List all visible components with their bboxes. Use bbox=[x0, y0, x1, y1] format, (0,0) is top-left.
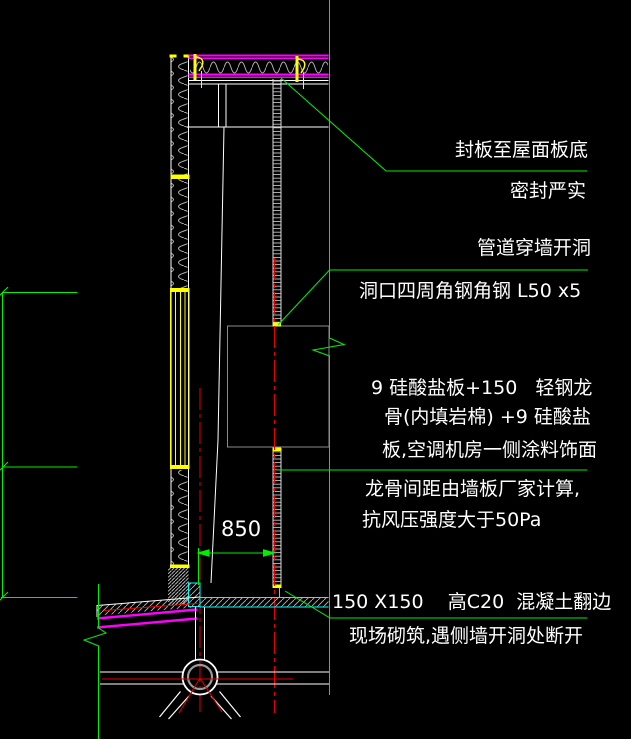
pipe-sleeve bbox=[272, 79, 282, 597]
ceiling-structure bbox=[187, 84, 329, 584]
break-lines bbox=[82, 0, 346, 739]
note-concrete-line2: 现场砌筑,遇侧墙开洞处断开 bbox=[349, 625, 584, 647]
pipe-flange-inner bbox=[186, 663, 214, 691]
note-wall-line1: 9 硅酸盐板+150 轻钢龙 bbox=[371, 377, 593, 399]
concrete-upturn bbox=[168, 568, 329, 608]
wall-frame-yellow bbox=[169, 54, 190, 568]
wall-insulation-upper bbox=[171, 57, 188, 288]
dimension-850 bbox=[196, 548, 277, 585]
wall-insulation-lower bbox=[171, 470, 188, 565]
right-break-line bbox=[311, 0, 346, 695]
wall-opening-box bbox=[226, 325, 330, 448]
roof-fastener-clip bbox=[295, 56, 306, 89]
leader-seal-note bbox=[280, 77, 587, 172]
strut-centerlines bbox=[102, 678, 293, 714]
note-seal-line1: 封板至屋面板底 bbox=[455, 139, 589, 161]
note-keel-line1: 龙骨间距由墙板厂家计算, bbox=[365, 478, 581, 500]
exterior-wall-panel bbox=[169, 54, 190, 568]
wall-base-concrete bbox=[168, 568, 189, 605]
inner-liner-line bbox=[210, 126, 225, 584]
note-wall-line3: 板,空调机房一侧涂料饰面 bbox=[382, 439, 598, 461]
canopy-panel bbox=[96, 596, 201, 629]
note-concrete-line1: 150 X150 高C20 混凝土翻边 bbox=[332, 591, 612, 613]
roof-fastener-clip bbox=[193, 54, 204, 88]
roof-deck bbox=[188, 54, 329, 89]
roof-panel-lines bbox=[188, 54, 329, 78]
roof-liner-lines bbox=[188, 80, 329, 85]
centerlines bbox=[199, 258, 276, 713]
sleeve-end-cap bbox=[272, 322, 281, 327]
note-keel-line2: 抗风压强度大于50Pa bbox=[362, 509, 542, 531]
sleeve-end-cap bbox=[272, 447, 281, 451]
note-seal-line2: 密封严实 bbox=[510, 180, 587, 202]
pipe-flange-outer bbox=[181, 658, 219, 696]
left-break-line bbox=[82, 584, 108, 739]
wall-window-frame bbox=[169, 292, 190, 465]
note-opening-line2: 洞口四周角钢角钢 L50 x5 bbox=[359, 280, 582, 302]
dimension-850-text: 850 bbox=[221, 517, 262, 541]
note-opening-line1: 管道穿墙开洞 bbox=[477, 237, 592, 259]
floor-structure bbox=[100, 607, 329, 720]
roof-insulation bbox=[190, 60, 328, 75]
upturn-band bbox=[200, 598, 329, 607]
left-level-marks bbox=[0, 286, 77, 601]
sleeve-end-cap bbox=[272, 584, 281, 588]
note-wall-line2: 骨(内填岩棉) +9 硅酸盐 bbox=[384, 406, 591, 428]
